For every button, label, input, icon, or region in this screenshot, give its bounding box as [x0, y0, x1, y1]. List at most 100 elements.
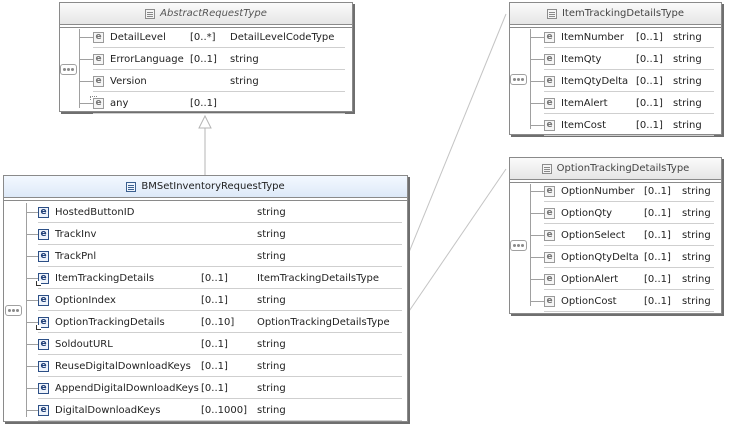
element-type: string	[257, 382, 286, 394]
sequence-compositor-icon[interactable]	[60, 64, 77, 75]
element-multiplicity: [0..1]	[201, 294, 228, 306]
sequence-line	[530, 184, 531, 306]
element-multiplicity: [0..1]	[636, 31, 663, 43]
sequence-line	[79, 29, 80, 108]
sequence-compositor-icon[interactable]	[510, 74, 527, 85]
header-divider	[510, 182, 721, 183]
bmsetinventory-request-type-header: BMSetInventoryRequestType	[4, 176, 407, 198]
element-icon: e	[544, 53, 555, 65]
sequence-branch	[79, 103, 93, 104]
element-type: string	[673, 53, 702, 65]
element-type: string	[682, 295, 711, 307]
element-type: string	[682, 229, 711, 241]
sequence-branch	[26, 410, 38, 411]
element-type: string	[230, 53, 259, 65]
item-tracking-details-type-title: ItemTrackingDetailsType	[561, 8, 685, 19]
item-tracking-link	[402, 13, 507, 268]
item-tracking-details-type-box[interactable]: ItemTrackingDetailsType e ItemNumber [0..1…	[509, 2, 722, 136]
sequence-compositor-icon[interactable]	[5, 305, 22, 316]
option-tracking-details-type-box[interactable]: OptionTrackingDetailsType e OptionNumber […	[509, 157, 722, 314]
element-name: OptionNumber	[561, 185, 635, 197]
abstract-request-type-header: AbstractRequestType	[60, 3, 352, 25]
element-icon: e	[38, 382, 49, 394]
element-multiplicity: [0..1]	[201, 382, 228, 394]
element-icon: e	[544, 295, 555, 307]
inheritance-arrowhead	[198, 114, 212, 129]
element-type: string	[682, 185, 711, 197]
element-type: string	[682, 207, 711, 219]
element-multiplicity: [0..*]	[190, 31, 216, 43]
element-multiplicity: [0..10]	[201, 316, 235, 328]
linked-element-icon: e	[36, 272, 49, 286]
sequence-branch	[530, 37, 544, 38]
sequence-branch	[79, 37, 93, 38]
element-type: string	[257, 228, 286, 240]
element-type: ItemTrackingDetailsType	[257, 272, 380, 284]
sequence-line	[530, 29, 531, 129]
element-name: OptionAlert	[561, 273, 619, 285]
element-multiplicity: [0..1]	[644, 229, 671, 241]
sequence-branch	[26, 234, 38, 235]
element-icon: e	[544, 75, 555, 87]
element-multiplicity: [0..1]	[644, 185, 671, 197]
complex-type-icon	[145, 8, 156, 19]
complex-type-icon	[541, 163, 552, 174]
sequence-line	[26, 203, 27, 417]
element-icon: e	[544, 251, 555, 263]
element-name: ItemQty	[561, 53, 602, 65]
element-name: SoldoutURL	[55, 338, 113, 350]
element-name: ItemAlert	[561, 97, 608, 109]
item-tracking-details-type-header: ItemTrackingDetailsType	[510, 3, 721, 25]
sequence-branch	[530, 235, 544, 236]
abstract-request-type-title: AbstractRequestType	[160, 8, 267, 19]
element-icon: e	[544, 273, 555, 285]
element-icon: e	[38, 338, 49, 350]
element-icon: e	[544, 119, 555, 131]
option-tracking-details-type-header: OptionTrackingDetailsType	[510, 158, 721, 180]
sequence-compositor-icon[interactable]	[510, 240, 527, 251]
sequence-branch	[79, 59, 93, 60]
element-type: string	[257, 360, 286, 372]
sequence-branch	[530, 191, 544, 192]
complex-type-icon	[126, 181, 137, 192]
element-type: string	[682, 273, 711, 285]
element-multiplicity: [0..1]	[636, 119, 663, 131]
element-type: string	[230, 75, 259, 87]
element-type: DetailLevelCodeType	[230, 31, 335, 43]
element-icon: e	[544, 207, 555, 219]
element-name: ErrorLanguage	[110, 53, 184, 65]
element-multiplicity: [0..1]	[201, 360, 228, 372]
linked-element-icon: e	[36, 316, 49, 330]
element-name: ItemNumber	[561, 31, 624, 43]
element-multiplicity: [0..1000]	[201, 404, 247, 416]
element-name: ItemTrackingDetails	[55, 272, 155, 284]
